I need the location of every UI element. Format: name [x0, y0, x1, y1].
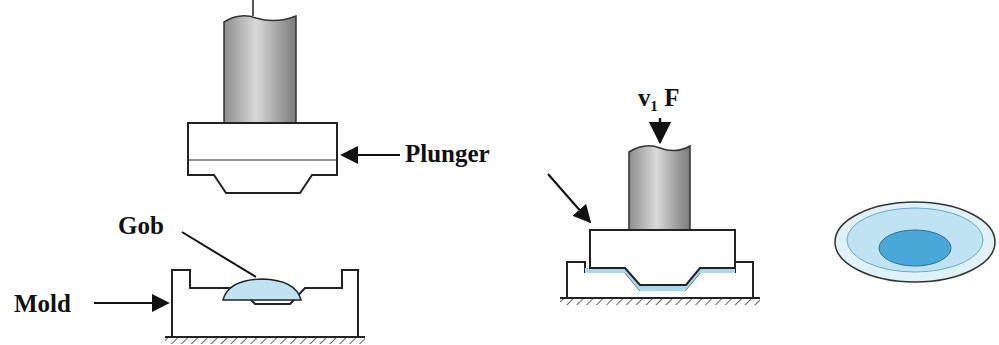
part-label: Mold [14, 290, 71, 318]
part-label: Gob [118, 212, 164, 240]
press-middle [560, 118, 760, 305]
part-label: v₁ F [638, 84, 680, 112]
dish [835, 202, 995, 282]
gob [223, 279, 301, 300]
plunger-left [188, 0, 337, 193]
part-label: Plunger [405, 140, 490, 168]
leaders [94, 155, 590, 303]
mold-left [165, 270, 365, 344]
